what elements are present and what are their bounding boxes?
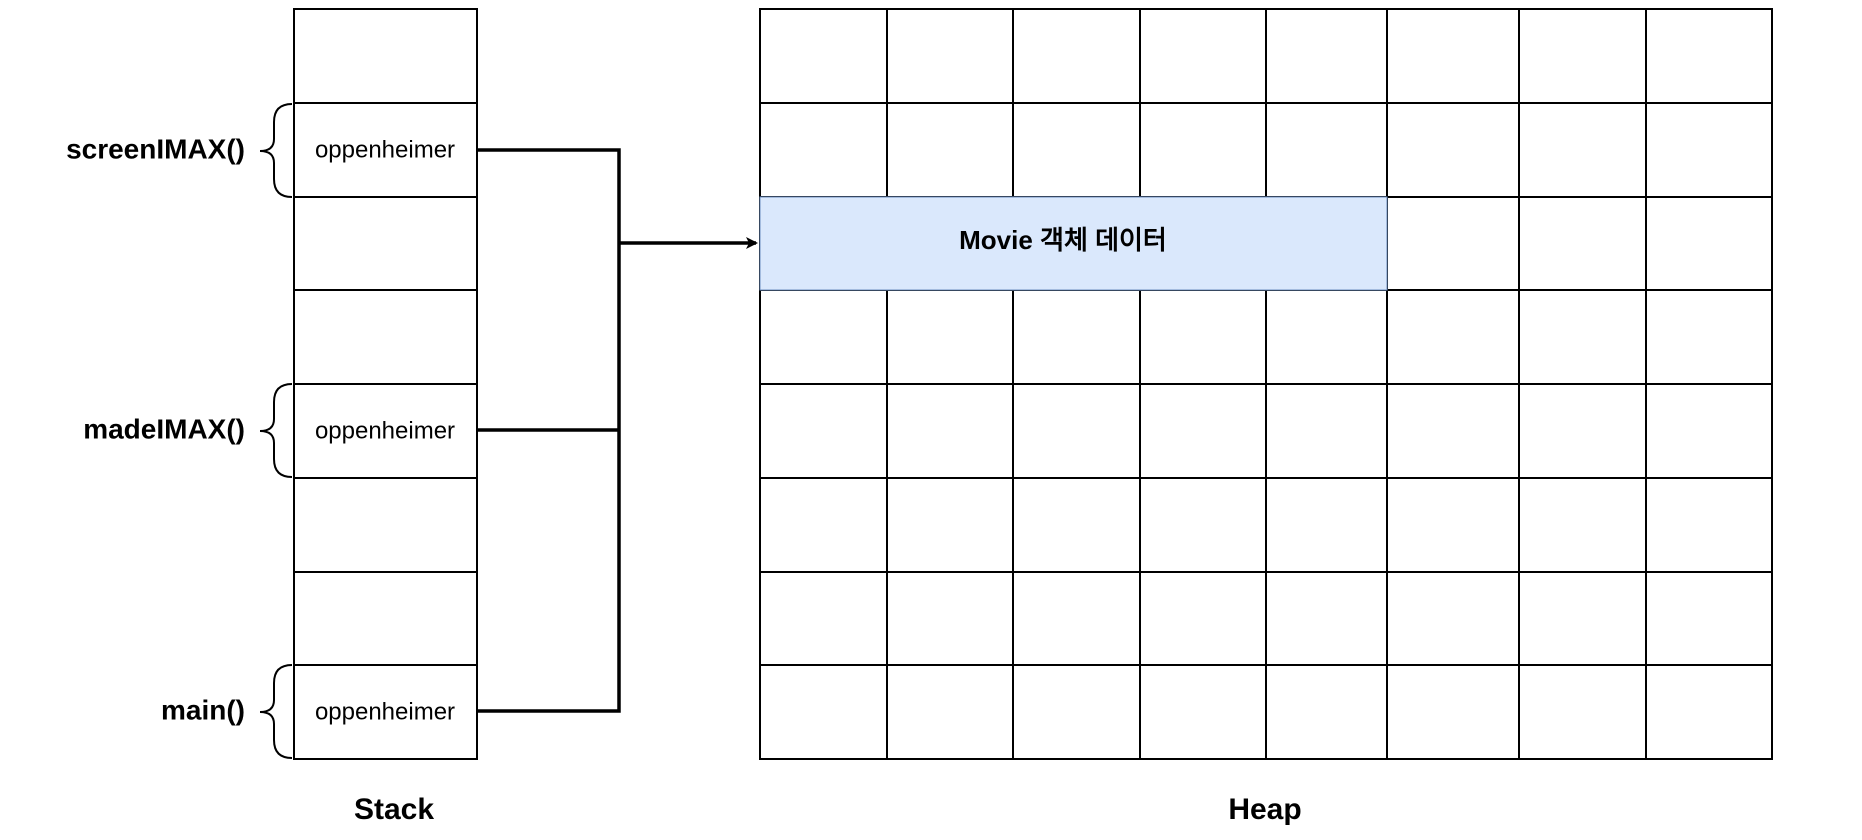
heap-cell <box>886 383 1014 479</box>
heap-cell <box>1518 664 1647 760</box>
heap-cell <box>1012 571 1141 666</box>
heap-cell <box>1012 664 1141 760</box>
heap-cell <box>759 571 888 666</box>
heap-cell <box>886 8 1014 104</box>
heap-cell <box>1012 383 1141 479</box>
reference-arrows <box>477 148 758 713</box>
heap-cell <box>1265 102 1388 198</box>
heap-cell <box>1265 8 1388 104</box>
stack-slot <box>293 196 478 291</box>
heap-cell <box>1386 102 1520 198</box>
stack-frame-main <box>293 664 478 760</box>
heap-cell <box>1645 571 1773 666</box>
heap-cell <box>1386 383 1520 479</box>
stack-title: Stack <box>354 793 434 826</box>
heap-cell <box>759 383 888 479</box>
heap-cell <box>886 571 1014 666</box>
method-label-screenimax: screenIMAX() <box>66 133 245 164</box>
heap-cell <box>886 289 1014 385</box>
heap-cell <box>1386 477 1520 573</box>
heap-cell <box>1518 383 1647 479</box>
brace-icon <box>259 664 293 759</box>
heap-cell <box>1645 196 1773 291</box>
heap-cell <box>1139 383 1267 479</box>
heap-cell <box>886 477 1014 573</box>
stack-variable-label: oppenheimer <box>315 136 455 163</box>
heap-grid <box>759 8 1773 760</box>
heap-cell <box>759 289 888 385</box>
heap-cell <box>1645 383 1773 479</box>
heap-cell <box>1386 571 1520 666</box>
heap-cell <box>1645 102 1773 198</box>
stack-slot <box>293 477 478 573</box>
heap-cell <box>759 664 888 760</box>
heap-cell <box>1265 383 1388 479</box>
heap-cell <box>1645 8 1773 104</box>
heap-cell <box>1518 102 1647 198</box>
heap-cell <box>886 664 1014 760</box>
heap-cell <box>759 477 888 573</box>
heap-object-label: Movie 객체 데이터 <box>959 225 1167 255</box>
reference-line-screenimax <box>477 148 621 243</box>
brace-icon <box>259 383 293 478</box>
heap-cell <box>759 8 888 104</box>
method-label-madeimax: madeIMAX() <box>83 413 245 444</box>
heap-cell <box>1518 477 1647 573</box>
method-labels: screenIMAX() madeIMAX() main() <box>66 103 293 759</box>
heap-cell <box>886 102 1014 198</box>
heap-cell <box>1518 196 1647 291</box>
heap-cell <box>1139 571 1267 666</box>
heap-title: Heap <box>1228 793 1301 826</box>
heap-object-block <box>759 196 1388 291</box>
heap-cell <box>1518 8 1647 104</box>
heap-cell <box>1265 289 1388 385</box>
method-label-main: main() <box>161 694 245 725</box>
reference-line-main <box>477 243 621 713</box>
heap-cell <box>1265 664 1388 760</box>
heap-cell <box>1012 477 1141 573</box>
stack-variable-label: oppenheimer <box>315 698 455 725</box>
heap-cell <box>1012 102 1141 198</box>
heap-cell <box>1139 477 1267 573</box>
heap-cell <box>1139 102 1267 198</box>
brace-icon <box>259 103 293 198</box>
heap-cell <box>1265 477 1388 573</box>
heap-cell <box>1386 664 1520 760</box>
stack-slot <box>293 8 478 104</box>
heap-cell <box>1645 664 1773 760</box>
stack-frame-screenimax <box>293 102 478 198</box>
heap-cell <box>1518 289 1647 385</box>
stack-slot <box>293 289 478 385</box>
stack-variable-label: oppenheimer <box>315 417 455 444</box>
stack-slot <box>293 571 478 666</box>
heap-cell <box>759 102 888 198</box>
heap-cell <box>1386 8 1520 104</box>
heap-cell <box>1645 289 1773 385</box>
heap-cell <box>1012 8 1141 104</box>
heap-cell <box>1386 196 1520 291</box>
heap-cell <box>1386 289 1520 385</box>
heap-cell <box>1518 571 1647 666</box>
stack-column: oppenheimer oppenheimer oppenheimer <box>293 8 478 760</box>
heap-cell <box>1012 289 1141 385</box>
heap-cell <box>1139 8 1267 104</box>
heap-cell <box>1139 289 1267 385</box>
heap-cell <box>1139 664 1267 760</box>
heap-cell <box>1265 571 1388 666</box>
heap-cell <box>1645 477 1773 573</box>
stack-frame-madeimax <box>293 383 478 479</box>
